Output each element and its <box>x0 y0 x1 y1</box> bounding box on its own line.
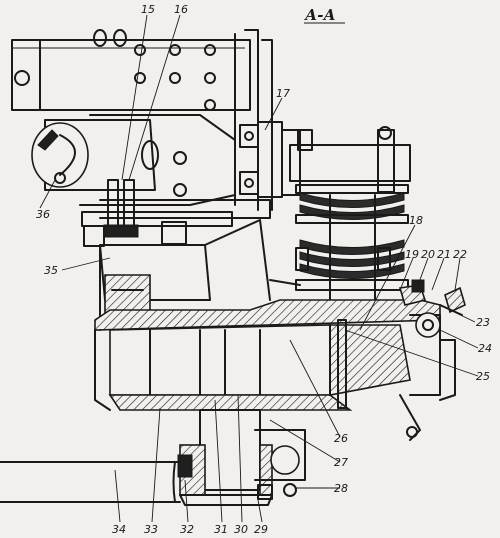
callout-24: 24 <box>478 342 492 355</box>
callout-25: 25 <box>476 370 490 383</box>
rubber-spring-pack <box>289 126 411 301</box>
callout-19: 19 <box>405 248 419 261</box>
callout-16: 16 <box>174 3 188 16</box>
leader-lines <box>39 14 479 523</box>
callout-34: 34 <box>112 523 126 536</box>
side-bolts <box>239 121 301 198</box>
callout-21: 21 <box>437 248 451 261</box>
callout-35: 35 <box>44 264 58 277</box>
callout-22: 22 <box>453 248 467 261</box>
callout-18: 18 <box>409 214 423 227</box>
callout-32: 32 <box>180 523 194 536</box>
callout-28: 28 <box>334 482 348 495</box>
callout-36: 36 <box>36 208 50 221</box>
callout-33: 33 <box>144 523 158 536</box>
support-arm <box>99 219 301 331</box>
callout-30: 30 <box>234 523 248 536</box>
frame-plate <box>11 29 273 211</box>
axle-tube <box>0 461 181 503</box>
callout-17: 17 <box>276 87 290 100</box>
lower-clamp <box>177 409 306 506</box>
callout-23: 23 <box>476 316 490 329</box>
callout-27: 27 <box>334 456 348 469</box>
callout-15: 15 <box>141 3 155 16</box>
section-title: А-А <box>304 6 336 24</box>
axle-housing <box>94 299 456 441</box>
hub-assembly <box>398 279 466 338</box>
callout-26: 26 <box>334 432 348 445</box>
callout-31: 31 <box>214 523 228 536</box>
callout-29: 29 <box>254 523 268 536</box>
spring-bracket <box>31 114 236 206</box>
bracket-pins <box>81 179 271 247</box>
callout-20: 20 <box>421 248 435 261</box>
